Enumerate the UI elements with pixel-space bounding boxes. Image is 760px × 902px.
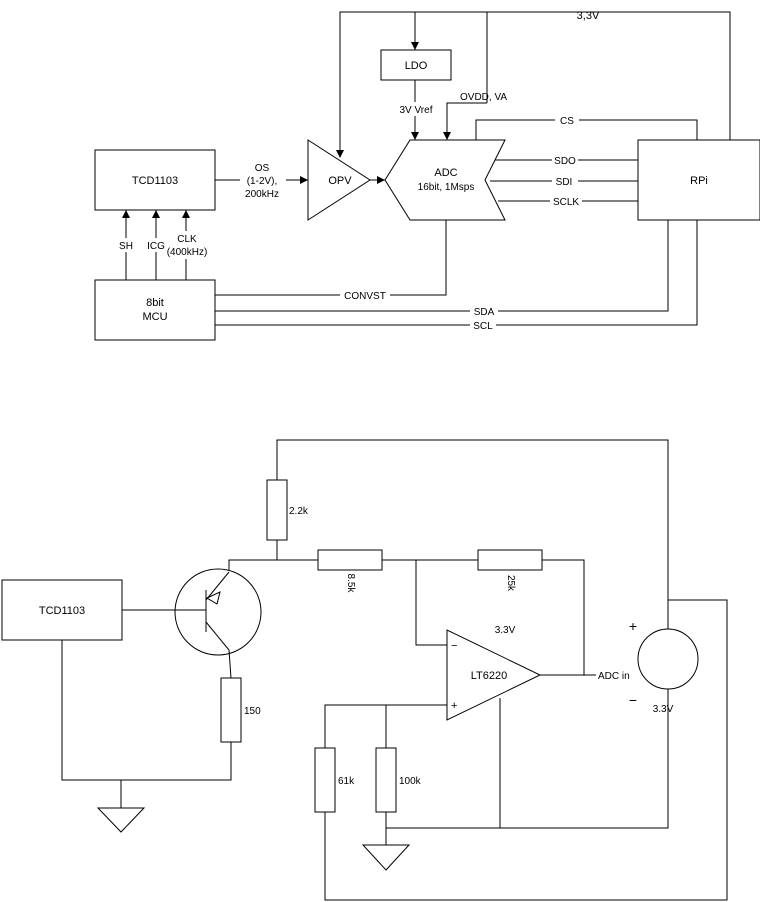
sclk-label-bg	[550, 195, 582, 207]
adc-block	[384, 139, 506, 221]
opamp-lt6220	[446, 629, 542, 721]
ldo-block	[380, 49, 452, 81]
sda-label-bg	[470, 305, 498, 317]
tcd1103-sensor	[1, 579, 123, 641]
mcu-block	[94, 279, 216, 341]
clk-label-line2: (400kHz)	[167, 247, 208, 258]
sh-label-bg	[117, 238, 135, 252]
convst-wire	[215, 220, 447, 296]
supply-top-wire	[276, 439, 669, 630]
sdi-label: SDI	[556, 177, 573, 188]
resistor-input-label: 8.5k	[345, 574, 356, 594]
supply-rail-wire	[339, 11, 731, 150]
mcu-label-line2: MCU	[142, 311, 167, 323]
tcd1103-sensor-label: TCD1103	[39, 605, 85, 617]
os-label-line1: OS	[255, 163, 270, 174]
ground-symbol-left	[96, 807, 146, 833]
opamp-label: LT6220	[471, 670, 508, 682]
opv-adc-arrowhead	[377, 176, 385, 184]
source-return-wire	[324, 599, 728, 901]
ovdd-wire	[446, 102, 487, 140]
noninverting-input-wire	[324, 704, 447, 748]
supply-opv-arrowhead	[336, 150, 344, 158]
clk-arrowhead	[182, 210, 190, 218]
feedback-wire	[542, 559, 585, 675]
ground-bus-wire	[385, 688, 669, 829]
resistor-emitter-label: 150	[244, 706, 261, 717]
sdi-label-bg	[552, 175, 578, 187]
sda-wire	[215, 220, 669, 312]
ldo-label: LDO	[405, 60, 428, 72]
os-arrowhead	[300, 176, 308, 184]
rpi-label: RPi	[690, 175, 708, 187]
vref-label: 3V Vref	[400, 105, 433, 116]
icg-label-bg	[145, 238, 167, 252]
source-plus-sign: +	[629, 618, 637, 634]
vref-label-bg	[394, 102, 438, 116]
icg-arrowhead	[152, 210, 160, 218]
scl-label: SCL	[473, 321, 493, 332]
resistor-bias-b	[375, 747, 397, 813]
icg-label: ICG	[147, 241, 165, 252]
convst-label: CONVST	[344, 291, 386, 302]
ldo-supply-arrowhead	[411, 42, 419, 50]
opamp-plus-sign: +	[451, 700, 457, 712]
transistor-emitter-leg	[205, 621, 230, 651]
ground-symbol-right	[361, 844, 411, 871]
transistor-emitter-arrow	[205, 591, 221, 605]
amplifier-schematic: 2.2k 8.5k 25k LT6220 3.3V − + ADC in 61k…	[1, 439, 728, 901]
adc-spec: 16bit, 1Msps	[418, 182, 475, 193]
source-minus-sign: −	[629, 692, 637, 708]
cs-label-bg	[555, 114, 579, 126]
resistor-bias-b-label: 100k	[399, 776, 422, 787]
convst-label-bg	[340, 289, 390, 301]
sensor-ground-wire	[61, 640, 232, 781]
adc-title: ADC	[434, 167, 457, 179]
resistor-collector	[266, 479, 288, 541]
adc-in-label: ADC in	[598, 671, 630, 682]
sh-label: SH	[119, 241, 133, 252]
collector-wire	[228, 559, 318, 570]
scl-label-bg	[470, 319, 496, 331]
resistor-collector-label: 2.2k	[289, 506, 309, 517]
transistor-collector-leg	[205, 571, 230, 601]
sda-label: SDA	[474, 307, 495, 318]
os-label-line2: (1-2V),	[247, 176, 278, 187]
rpi-block	[637, 139, 760, 221]
source-value-label: 3.3V	[653, 704, 674, 715]
resistor-input	[317, 549, 383, 571]
resistor-bias-a-label: 61k	[338, 776, 355, 787]
block-diagram: 3,3V LDO 3V Vref OVDD, VA TCD1103 OS (1-…	[94, 10, 760, 341]
resistor-emitter	[220, 677, 242, 743]
ovdd-label: OVDD, VA	[460, 92, 507, 103]
sdo-label: SDO	[554, 156, 576, 167]
cs-wire	[475, 119, 698, 140]
sclk-label: SCLK	[553, 197, 579, 208]
sdo-label-bg	[552, 154, 578, 166]
ovdd-arrowhead	[443, 132, 451, 140]
vref-arrowhead	[411, 132, 419, 140]
resistor-bias-a	[314, 747, 336, 813]
inverting-input-wire	[415, 560, 447, 646]
transistor-pnp	[174, 568, 262, 656]
resistor-feedback	[477, 549, 543, 571]
scl-wire	[215, 220, 698, 326]
emitter-wire	[228, 649, 232, 679]
tcd1103-label: TCD1103	[132, 175, 178, 187]
resistor-feedback-label: 25k	[505, 575, 516, 592]
clk-label-line1: CLK	[177, 234, 197, 245]
supply-3v3-label: 3,3V	[577, 10, 600, 22]
opv-label: OPV	[328, 175, 352, 187]
os-label-line3: 200kHz	[245, 189, 279, 200]
opv-block	[307, 139, 371, 221]
cs-label: CS	[560, 116, 574, 127]
sh-arrowhead	[122, 210, 130, 218]
clk-label-bg	[165, 231, 209, 259]
opamp-supply-label: 3.3V	[495, 625, 516, 636]
voltage-source	[637, 628, 699, 690]
os-label-bg	[240, 160, 286, 200]
opamp-minus-sign: −	[451, 640, 457, 652]
mcu-label-line1: 8bit	[146, 297, 164, 309]
